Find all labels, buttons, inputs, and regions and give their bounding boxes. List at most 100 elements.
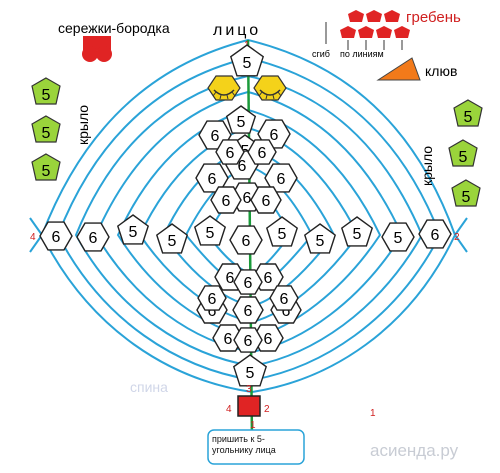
lower-cell: 6 (197, 285, 227, 311)
cell-grid: 555666666666666555555566666666666665 (39, 44, 452, 387)
row-cell: 6 (76, 222, 110, 252)
column-cell: 6 (250, 186, 282, 214)
note-text: пришить к 5-угольнику лица (212, 434, 276, 455)
right-edge-bracket (454, 217, 468, 253)
svg-text:5: 5 (42, 87, 51, 104)
lower-cell: 6 (212, 324, 244, 352)
svg-text:6: 6 (226, 270, 235, 287)
svg-text:5: 5 (129, 224, 138, 241)
back-label: спина (130, 379, 168, 395)
svg-text:6: 6 (211, 128, 220, 145)
svg-text:5: 5 (316, 233, 325, 250)
svg-text:5: 5 (42, 125, 51, 142)
svg-text:5: 5 (462, 189, 471, 206)
svg-text:5: 5 (237, 114, 246, 131)
row-cell: 6 (418, 219, 452, 249)
svg-text:5: 5 (246, 365, 255, 382)
svg-text:6: 6 (238, 158, 247, 175)
fold-label: сгиб (312, 49, 330, 59)
wing-pentagon: 5 (451, 179, 481, 207)
svg-text:5: 5 (168, 233, 177, 250)
svg-text:6: 6 (264, 331, 273, 348)
lower-cell: 6 (233, 327, 263, 353)
tail-number-1: 1 (250, 420, 256, 431)
svg-text:6: 6 (270, 127, 279, 144)
left-edge-bracket (29, 217, 43, 253)
svg-text:6: 6 (280, 291, 289, 308)
bottom-number-3: 3 (246, 384, 252, 395)
svg-text:5: 5 (353, 226, 362, 243)
svg-text:5: 5 (243, 55, 252, 72)
side-number-4: 4 (30, 232, 36, 243)
svg-text:6: 6 (262, 193, 271, 210)
svg-text:5: 5 (206, 225, 215, 242)
lower-cell: 6 (233, 269, 263, 295)
svg-text:6: 6 (226, 145, 235, 162)
face-label: лицо (213, 22, 261, 39)
svg-text:6: 6 (89, 230, 98, 247)
row-cell: 5 (116, 214, 150, 245)
side-number-2: 2 (454, 232, 460, 243)
wing-right-label: крыло (419, 146, 435, 186)
along-lines-label: по линиям (340, 49, 384, 59)
wing-pentagon: 5 (31, 77, 61, 105)
wing-pentagon: 5 (448, 139, 478, 167)
note-box (207, 429, 305, 465)
lower-cell: 6 (269, 285, 299, 311)
svg-text:6: 6 (244, 303, 253, 320)
svg-text:6: 6 (244, 333, 253, 350)
row-cell: 5 (155, 223, 189, 254)
row-cell: 6 (229, 225, 263, 255)
tail-square (237, 395, 261, 417)
tail-number-2: 2 (264, 404, 270, 415)
row-cell: 5 (193, 215, 227, 246)
top-pentagon-cell: 5 (229, 44, 265, 77)
svg-text:6: 6 (258, 145, 267, 162)
row-cell: 5 (303, 223, 337, 254)
svg-text:6: 6 (242, 233, 251, 250)
svg-text:5: 5 (464, 109, 473, 126)
svg-text:6: 6 (208, 291, 217, 308)
wing-right: 5 5 5 (448, 99, 483, 207)
beak-icon (376, 57, 421, 81)
row-cell: 6 (39, 221, 73, 251)
wing-left: 5 5 5 (31, 77, 61, 181)
svg-text:6: 6 (222, 193, 231, 210)
column-cell: 6 (247, 139, 277, 165)
tail-number-4: 4 (226, 404, 232, 415)
wing-pentagon: 5 (453, 99, 483, 127)
eye-right (253, 75, 287, 101)
comb-icon (340, 10, 410, 38)
svg-text:6: 6 (264, 270, 273, 287)
row-cell: 5 (381, 222, 415, 252)
earrings-beard-icon (82, 36, 112, 62)
stray-number-1: 1 (370, 408, 376, 419)
beak-label: клюв (425, 63, 457, 79)
column-cell: 6 (264, 163, 298, 193)
svg-text:6: 6 (208, 171, 217, 188)
wing-pentagon: 5 (31, 115, 61, 143)
column-cell: 6 (215, 139, 245, 165)
watermark-text: асиенда.ру (370, 441, 459, 460)
eye-left (207, 75, 241, 101)
svg-text:6: 6 (224, 331, 233, 348)
bottom-pentagon-cell: 5 (232, 354, 268, 387)
svg-text:6: 6 (277, 171, 286, 188)
svg-text:6: 6 (243, 190, 252, 207)
lower-cell: 6 (232, 296, 264, 324)
row-cell: 5 (265, 216, 299, 247)
svg-text:5: 5 (278, 226, 287, 243)
svg-text:6: 6 (282, 303, 291, 320)
column-cell: 6 (210, 186, 242, 214)
comb-label: гребень (406, 9, 461, 26)
row-cell: 5 (340, 216, 374, 247)
earrings-beard-label: сережки-бородка (58, 20, 170, 36)
svg-text:5: 5 (42, 163, 51, 180)
svg-text:6: 6 (52, 229, 61, 246)
wing-pentagon: 5 (31, 153, 61, 181)
svg-text:6: 6 (431, 227, 440, 244)
svg-text:5: 5 (394, 230, 403, 247)
wing-left-label: крыло (75, 105, 91, 145)
